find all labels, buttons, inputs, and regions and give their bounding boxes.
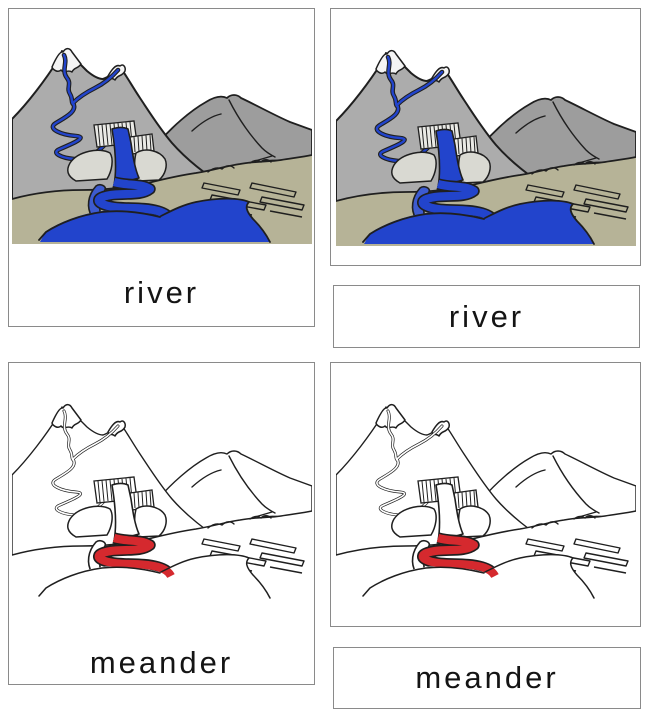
far-mountain-ridge-line <box>228 455 276 514</box>
far-mountain-ridge-line <box>191 469 222 488</box>
mountain-stream <box>63 410 74 461</box>
river-bank-right <box>484 199 595 245</box>
river-bank-left <box>38 210 161 241</box>
mountain-stream <box>62 53 75 106</box>
rock-left <box>67 149 113 182</box>
floodplain-edge <box>12 154 312 200</box>
meander-channel <box>418 180 499 225</box>
cliff-hatching <box>457 490 476 509</box>
river-illustration <box>12 39 312 244</box>
meander-label-card: meander <box>333 647 641 709</box>
river-mouth <box>40 554 270 598</box>
far-mountain <box>481 96 636 184</box>
far-mountain <box>157 450 312 538</box>
river-landscape-illustration <box>336 41 636 246</box>
foothill-bumps <box>573 161 596 166</box>
foothill-bumps <box>249 515 272 520</box>
farm-field-plots <box>201 182 305 218</box>
river-mouth <box>40 198 270 242</box>
meander-channel <box>94 178 175 223</box>
rock-left <box>391 505 437 538</box>
river-bank-right <box>160 197 271 243</box>
meander-illustration <box>336 395 636 600</box>
meander-illustration <box>12 395 312 600</box>
meander-channel <box>418 534 499 579</box>
meander-label: meander <box>89 645 234 680</box>
stream-branch <box>72 425 119 460</box>
river-bank-right <box>484 553 595 599</box>
meander-picture-card <box>330 362 641 627</box>
floodplain-edge <box>12 510 312 556</box>
river-label: river <box>123 275 200 310</box>
rock-left <box>391 151 437 184</box>
foothill-bumps <box>531 521 559 529</box>
river-label: river <box>448 298 525 334</box>
waterfall <box>435 128 464 188</box>
cliff-hatching <box>133 134 152 153</box>
river-landscape-illustration <box>12 395 312 600</box>
mountain-stream <box>387 410 398 461</box>
river-landscape-illustration <box>336 395 636 600</box>
river-picture-card <box>330 8 641 266</box>
far-mountain-ridge-line <box>515 115 546 134</box>
floodplain-edge <box>336 156 636 202</box>
river-mouth <box>364 200 594 244</box>
foothill-bumps <box>573 515 596 520</box>
river-bank-left <box>362 212 485 243</box>
cliff-hatching <box>457 136 476 155</box>
rock-right <box>457 151 491 184</box>
meander-label: meander <box>415 660 559 695</box>
far-mountain-ridge-line <box>515 469 546 488</box>
far-mountain-ridge-line <box>191 113 222 132</box>
far-mountain <box>481 450 636 538</box>
foothill-bumps <box>207 521 235 529</box>
rock-right <box>133 149 167 182</box>
waterfall <box>111 126 140 186</box>
far-mountain-ridge-line <box>552 455 600 514</box>
stream-branch <box>395 70 444 107</box>
meander-channel <box>94 534 175 579</box>
far-mountain-ridge-line <box>552 101 600 160</box>
river-bank-left <box>362 566 485 597</box>
cliff-hatching <box>133 490 152 509</box>
waterfall <box>111 482 140 542</box>
river-mouth <box>364 554 594 598</box>
foothill-bumps <box>249 159 272 164</box>
rock-right <box>457 505 491 538</box>
river-card-with-label: river <box>8 8 315 327</box>
rock-left <box>67 505 113 538</box>
meander-card-with-label: meander <box>8 362 315 685</box>
foothill-bumps <box>207 165 235 173</box>
river-bank-right <box>160 553 271 599</box>
river-landscape-illustration <box>12 39 312 244</box>
mountain-stream <box>386 55 399 108</box>
waterfall <box>435 482 464 542</box>
river-illustration <box>336 41 636 246</box>
stream-branch <box>396 425 443 460</box>
stream-branch <box>71 68 120 105</box>
far-mountain <box>157 94 312 182</box>
foothill-bumps <box>531 167 559 175</box>
floodplain-edge <box>336 510 636 556</box>
rock-right <box>133 505 167 538</box>
river-label-card: river <box>333 285 640 348</box>
river-bank-left <box>38 566 161 597</box>
far-mountain-ridge-line <box>228 99 276 158</box>
